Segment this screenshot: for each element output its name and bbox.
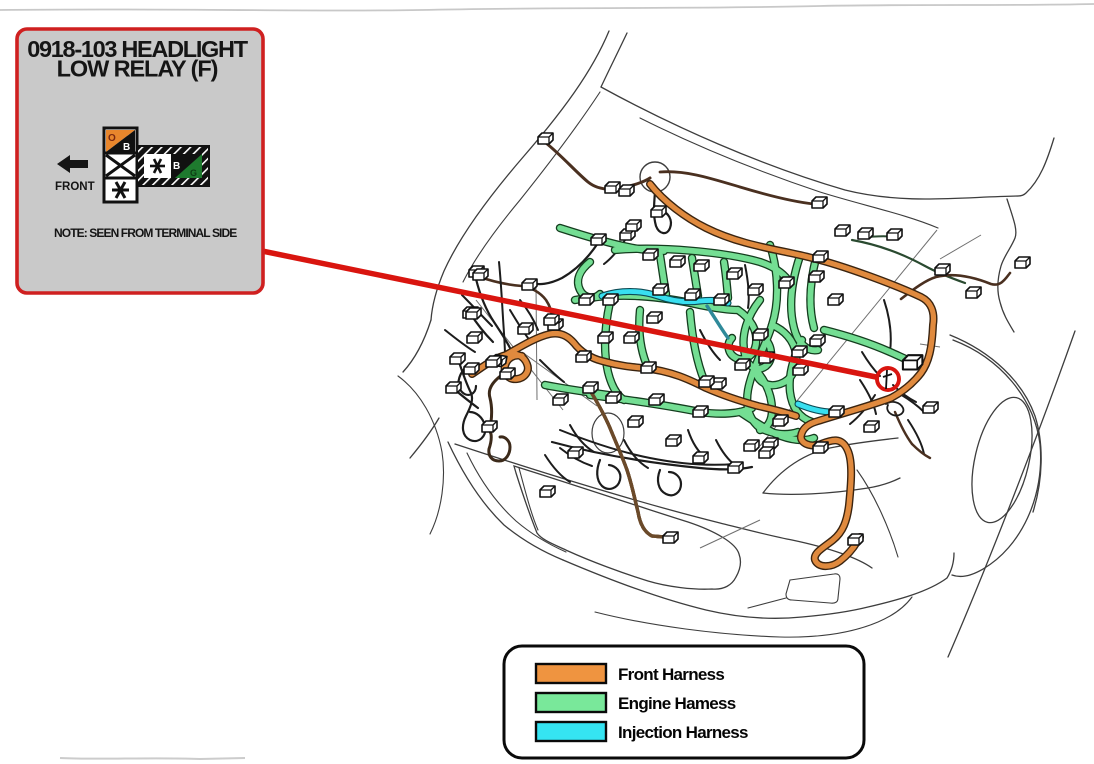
svg-text:G: G: [190, 168, 197, 178]
svg-text:O: O: [108, 133, 116, 144]
svg-text:Engine Hamess: Engine Hamess: [618, 694, 736, 713]
svg-text:Injection Harness: Injection Harness: [618, 723, 748, 742]
svg-text:FRONT: FRONT: [55, 181, 95, 193]
svg-text:NOTE: SEEN FROM TERMINAL SIDE: NOTE: SEEN FROM TERMINAL SIDE: [54, 226, 237, 240]
svg-text:0918-103 HEADLIGHT: 0918-103 HEADLIGHT: [27, 36, 248, 62]
svg-text:B: B: [173, 161, 180, 172]
svg-text:B: B: [123, 142, 130, 153]
svg-text:Front Harness: Front Harness: [618, 665, 724, 684]
svg-text:LOW RELAY (F): LOW RELAY (F): [57, 56, 218, 82]
